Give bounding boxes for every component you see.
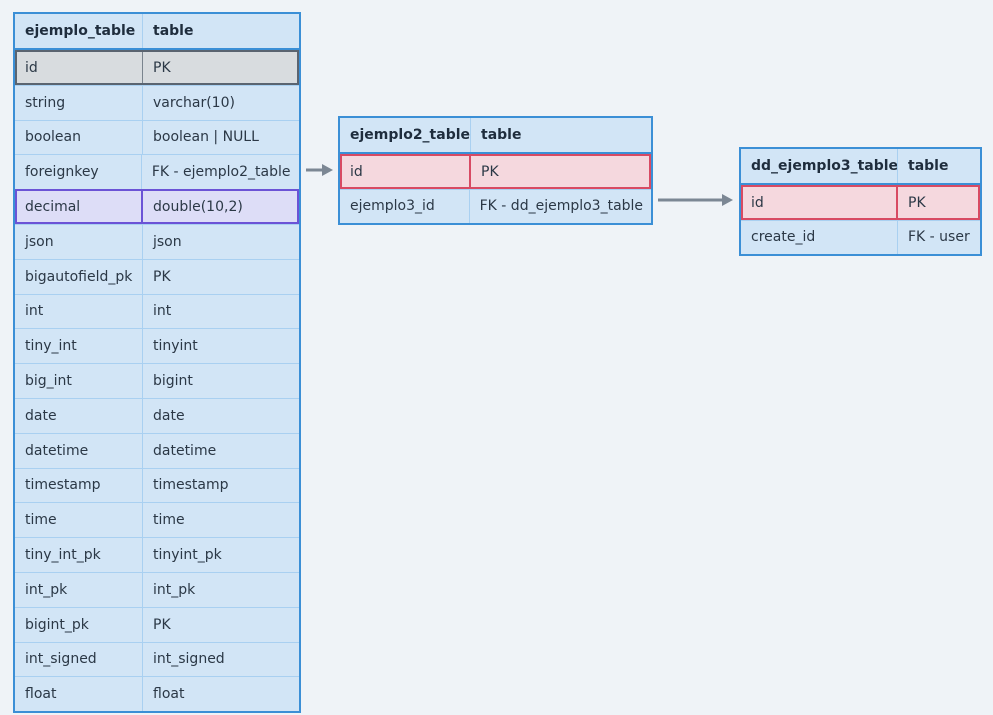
table-name: dd_ejemplo3_table — [741, 149, 898, 183]
table-row[interactable]: datetime datetime — [15, 432, 299, 468]
field-type: FK - ejemplo2_table — [151, 164, 291, 181]
field-name: float — [15, 677, 143, 712]
table-header: ejemplo2_table table — [340, 118, 651, 154]
field-name: timestamp — [15, 468, 143, 503]
field-name: int — [15, 294, 143, 329]
table-row[interactable]: id PK — [15, 50, 299, 85]
table-header: dd_ejemplo3_table table — [741, 149, 980, 185]
field-type: double(10,2) — [153, 199, 243, 216]
field-type: timestamp — [153, 477, 229, 494]
field-type: date — [153, 407, 185, 424]
field-type: FK - user — [908, 229, 970, 246]
table-row[interactable]: create_id FK - user — [741, 219, 980, 254]
field-type: varchar(10) — [153, 94, 235, 111]
field-name: tiny_int_pk — [15, 538, 143, 572]
field-name: ejemplo3_id — [340, 189, 470, 223]
table-row[interactable]: int_pk int_pk — [15, 571, 299, 607]
field-type: PK — [481, 163, 499, 180]
field-type: PK — [153, 268, 171, 285]
table-row[interactable]: json json — [15, 223, 299, 259]
table-row[interactable]: boolean boolean | NULL — [15, 119, 299, 155]
field-name: tiny_int — [15, 329, 143, 364]
field-type: FK - dd_ejemplo3_table — [479, 198, 644, 215]
table-row[interactable]: ejemplo3_id FK - dd_ejemplo3_table — [340, 188, 651, 223]
field-name: datetime — [15, 433, 143, 468]
table-row[interactable]: tiny_int tinyint — [15, 328, 299, 364]
table-row[interactable]: float float — [15, 676, 299, 712]
fk-arrow-ejemplo2 — [306, 164, 333, 176]
field-name: id — [741, 186, 898, 220]
field-type: tinyint — [153, 338, 198, 355]
field-name: id — [15, 51, 143, 85]
field-name: foreignkey — [15, 155, 142, 190]
table-row[interactable]: time time — [15, 502, 299, 538]
table-type-label: table — [908, 158, 949, 174]
table-row[interactable]: bigautofield_pk PK — [15, 258, 299, 294]
table-row[interactable]: id PK — [741, 185, 980, 220]
ejemplo2-table[interactable]: ejemplo2_table table id PK ejemplo3_id FK -… — [338, 116, 653, 225]
field-name: bigint_pk — [15, 607, 143, 642]
field-type: int_signed — [153, 651, 225, 668]
table-row[interactable]: id PK — [340, 154, 651, 189]
dd-ejemplo3-table[interactable]: dd_ejemplo3_table table id PK create_id FK … — [739, 147, 982, 256]
field-name: time — [15, 503, 143, 538]
table-type-label: table — [153, 23, 194, 39]
field-name: string — [15, 85, 143, 120]
field-name: big_int — [15, 364, 143, 398]
field-name: boolean — [15, 120, 143, 155]
table-row[interactable]: string varchar(10) — [15, 84, 299, 120]
table-row[interactable]: bigint_pk PK — [15, 606, 299, 642]
table-row[interactable]: date date — [15, 397, 299, 433]
field-name: date — [15, 398, 143, 433]
field-type: int_pk — [153, 581, 196, 598]
table-row[interactable]: int_signed int_signed — [15, 641, 299, 677]
table-name: ejemplo2_table — [340, 118, 471, 152]
table-row[interactable]: decimal double(10,2) — [15, 189, 299, 224]
table-type-label: table — [481, 127, 522, 143]
field-type: datetime — [153, 442, 217, 459]
field-type: int — [153, 303, 172, 320]
field-name: decimal — [15, 190, 143, 224]
field-name: int_pk — [15, 572, 143, 607]
field-name: bigautofield_pk — [15, 259, 143, 294]
field-type: float — [153, 686, 185, 703]
field-name: int_signed — [15, 642, 143, 677]
field-type: bigint — [153, 373, 193, 390]
table-row[interactable]: timestamp timestamp — [15, 467, 299, 503]
table-row[interactable]: big_int bigint — [15, 363, 299, 398]
field-type: PK — [153, 616, 171, 633]
table-header: ejemplo_table table — [15, 14, 299, 50]
field-type: PK — [153, 59, 171, 76]
field-name: json — [15, 224, 143, 259]
field-type: PK — [908, 194, 926, 211]
table-row[interactable]: tiny_int_pk tinyint_pk — [15, 537, 299, 572]
field-type: tinyint_pk — [153, 547, 222, 564]
field-name: create_id — [741, 220, 898, 254]
field-type: time — [153, 512, 185, 529]
field-type: json — [153, 233, 182, 250]
field-name: id — [340, 155, 471, 189]
table-row[interactable]: foreignkey FK - ejemplo2_table — [15, 154, 299, 190]
fk-arrow-dd-ejemplo3 — [658, 194, 733, 206]
field-type: boolean | NULL — [153, 129, 259, 146]
table-name: ejemplo_table — [15, 14, 143, 48]
